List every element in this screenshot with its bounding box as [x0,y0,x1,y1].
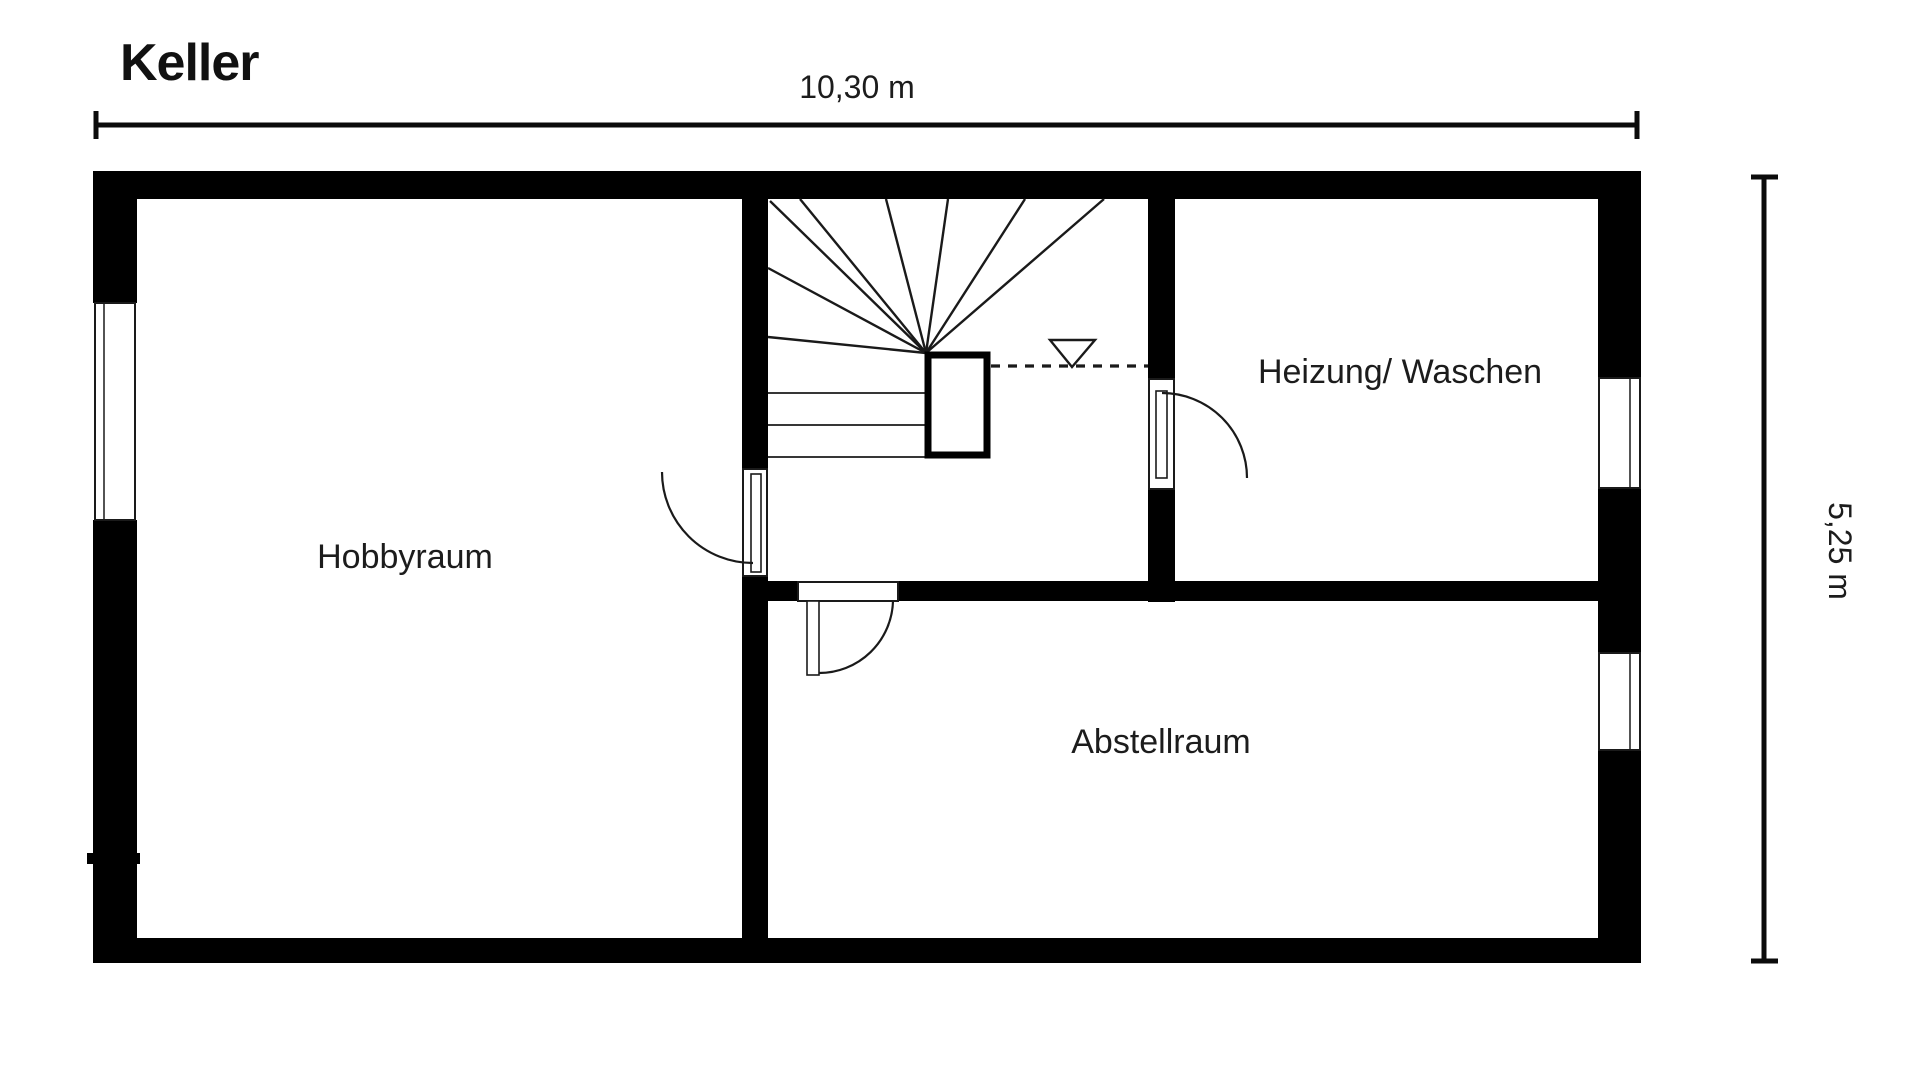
door-hobbyraum [660,468,768,577]
right-dimension: 5,25 m [1751,174,1858,964]
exterior-walls [87,171,1641,963]
door-leaf [1155,390,1168,479]
room-label-hobbyraum: Hobbyraum [317,538,493,576]
door-leaf [806,600,820,676]
stair-winder-line [767,335,927,355]
stair-winder-line [924,198,1027,354]
wall-segment-left-upper [93,171,137,303]
door-frame [797,581,899,602]
door-swing-arc [660,471,754,565]
door-heizung [1148,378,1249,490]
wall-joint-mark [87,853,94,864]
stair-winder-line [767,266,927,355]
window-left [94,302,136,521]
stair-newel-post [924,351,991,459]
door-abstellraum [797,581,899,676]
door-swing-arc [1161,391,1249,479]
room-label-heizung-waschen: Heizung/ Waschen [1258,353,1542,391]
window-right-lower [1598,652,1641,751]
top-dimension-label: 10,30 m [799,69,915,105]
staircase [767,198,1148,459]
stair-direction-triangle-icon [1047,338,1098,369]
wall-segment-stair-left-lower [742,577,768,938]
stair-winder-line [884,198,928,354]
stair-winder-line [769,200,927,354]
stair-winder-line [799,198,927,354]
interior-walls [742,199,1598,938]
windows [94,302,1641,751]
door-leaf [750,473,762,573]
stair-winder-line [925,198,1105,354]
room-label-abstellraum: Abstellraum [1071,723,1251,761]
window-right-upper [1598,377,1641,489]
right-dimension-label: 5,25 m [1822,502,1858,600]
wall-joint-mark [133,853,140,864]
wall-segment-top [93,171,1641,199]
door-swing-arc [818,600,895,675]
stair-winder-line [924,198,950,354]
wall-segment-abstellraum-left [768,581,798,601]
wall-segment-right-lower [1598,750,1641,963]
wall-segment-bottom [93,938,1641,963]
wall-segment-left-lower [93,520,137,963]
wall-segment-heizung-upper [1148,199,1175,378]
wall-segment-abstellraum-right [898,581,1598,601]
wall-segment-right-middle [1598,488,1641,653]
top-dimension: 10,30 m [93,69,1640,139]
wall-segment-right-upper [1598,171,1641,378]
page-title: Keller [120,34,259,92]
wall-segment-stair-left-upper [742,199,768,468]
